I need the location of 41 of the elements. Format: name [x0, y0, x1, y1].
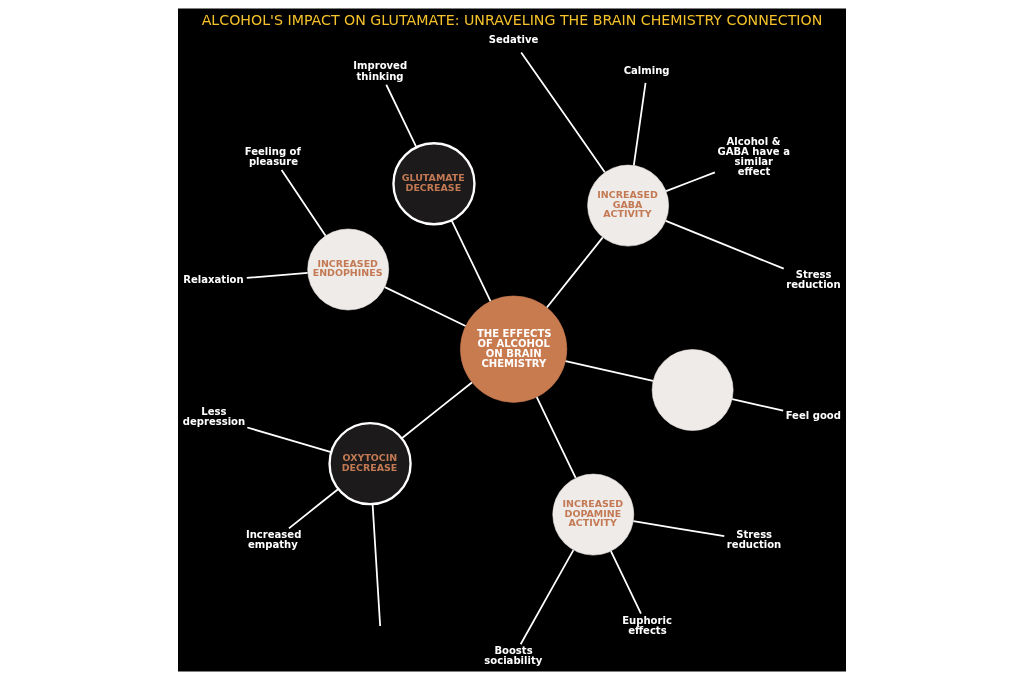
- connector: [400, 381, 473, 440]
- node-text: Feel good: [785, 410, 841, 422]
- connector: [245, 272, 309, 279]
- connector: [371, 503, 382, 627]
- node-text: Boosts sociability: [484, 645, 543, 667]
- connector: [731, 398, 785, 412]
- connector: [520, 51, 606, 174]
- node-text: Improved thinking: [353, 60, 408, 82]
- node-text: Calming: [623, 64, 670, 76]
- connector: [246, 426, 332, 454]
- node-text: Relaxation: [183, 273, 244, 285]
- node-text: Feeling of pleasure: [244, 145, 301, 167]
- connector: [610, 550, 642, 615]
- node-circle: INCREASED DOPAMINE ACTIVITY: [552, 473, 635, 556]
- node-circle: INCREASED GABA ACTIVITY: [587, 164, 669, 247]
- connector: [535, 396, 577, 479]
- node-circle: GLUTAMATE DECREASE: [392, 142, 476, 226]
- diagram-title: ALCOHOL'S IMPACT ON GLUTAMATE: UNRAVELING THE BRAIN CHEMISTRY CONNECTION: [201, 11, 823, 28]
- connector: [519, 549, 575, 646]
- node-text: Stress reduction: [726, 529, 782, 551]
- node-circle: INCREASED ENDOPHINES: [307, 228, 389, 311]
- node-text: Stress reduction: [786, 269, 841, 291]
- connector: [385, 83, 418, 149]
- node-text: Alcohol & GABA have a similar effect: [717, 135, 790, 177]
- node-circle: THE EFFECTS OF ALCOHOL ON BRAIN CHEMISTRY: [460, 295, 568, 403]
- node-text: Less depression: [182, 406, 246, 428]
- node-text: Euphoric effects: [622, 614, 672, 636]
- node-text: Increased empathy: [245, 529, 302, 551]
- connector: [546, 236, 604, 309]
- connector: [383, 286, 467, 327]
- node-text: Sedative: [488, 34, 539, 46]
- connector: [288, 488, 340, 530]
- connector: [632, 81, 647, 167]
- connector: [450, 219, 492, 302]
- connector: [664, 220, 785, 270]
- connector: [665, 171, 716, 192]
- node-circle: [651, 349, 734, 431]
- connector: [564, 360, 654, 382]
- connector: [280, 169, 327, 237]
- connector: [632, 520, 726, 537]
- node-circle: OXYTOCIN DECREASE: [328, 421, 412, 506]
